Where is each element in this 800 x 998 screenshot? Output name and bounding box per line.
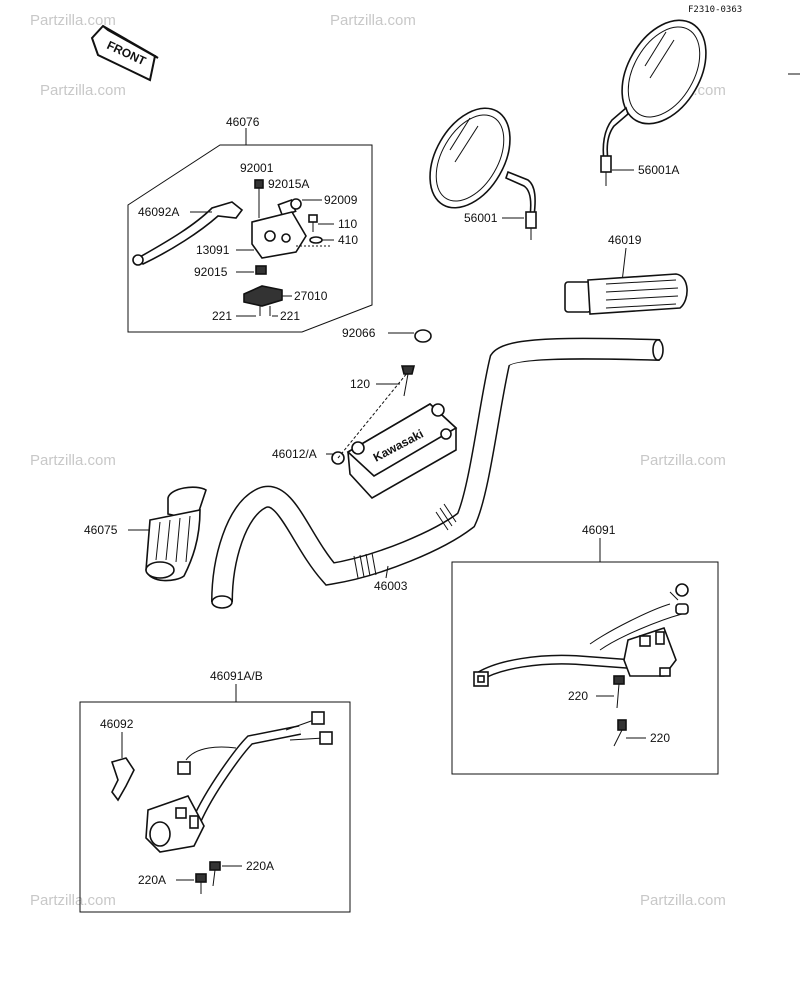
label-46019: 46019 <box>608 233 642 247</box>
clutch-lever-assembly: 46076 46092A 92001 92015A 92009 13091 11… <box>127 115 373 333</box>
label-46012A: 46012/A <box>272 447 317 461</box>
label-120: 120 <box>350 377 370 391</box>
label-220A-right: 220A <box>246 859 274 873</box>
label-110: 110 <box>338 217 357 231</box>
mirror-right: 56001A <box>600 19 707 186</box>
handlebar: 46003 <box>211 337 664 609</box>
diagram-code: F2310-0363 <box>688 5 742 15</box>
throttle-grip: 46019 <box>564 233 688 315</box>
label-46075: 46075 <box>84 523 118 537</box>
label-27010: 27010 <box>294 289 328 303</box>
label-221-left: 221 <box>212 309 232 323</box>
label-46092A: 46092A <box>138 205 179 219</box>
clutch-lever <box>136 201 244 265</box>
label-92015: 92015 <box>194 265 228 279</box>
watermark-text: Partzilla.com <box>40 82 126 99</box>
label-92009: 92009 <box>324 193 358 207</box>
right-switch-assembly: 46091 220 220 <box>451 523 719 775</box>
label-92001: 92001 <box>240 161 274 175</box>
watermark-text: Partzilla.com <box>30 12 116 29</box>
handlebar-clamp: Kawasaki 46012/A <box>272 371 458 500</box>
label-92015A: 92015A <box>268 177 309 191</box>
label-46092: 46092 <box>100 717 134 731</box>
label-13091: 13091 <box>196 243 230 257</box>
label-92066: 92066 <box>342 326 376 340</box>
left-switch-assembly: 46091A/B 46092 220A 220A <box>79 669 351 913</box>
label-221-right: 221 <box>280 309 300 323</box>
clip-46092 <box>110 757 135 802</box>
label-220-lower: 220 <box>650 731 670 745</box>
watermark-text: Partzilla.com <box>30 892 116 909</box>
clutch-switch <box>243 285 283 307</box>
clamp-bolt: 92066 120 <box>342 326 432 397</box>
label-46003: 46003 <box>374 579 408 593</box>
watermark-text: Partzilla.com <box>330 12 416 29</box>
label-46091: 46091 <box>582 523 616 537</box>
left-grip: 46075 <box>84 486 207 582</box>
label-410: 410 <box>338 233 358 247</box>
watermark-text: Partzilla.com <box>640 452 726 469</box>
mirror-left: 56001 <box>429 107 537 240</box>
watermark-text: Partzilla.com <box>640 892 726 909</box>
assembly-box-46091AB <box>79 701 351 913</box>
front-arrow: FRONT <box>90 24 159 82</box>
label-56001: 56001 <box>464 211 498 225</box>
watermark-text: Partzilla.com <box>30 452 116 469</box>
label-220-upper: 220 <box>568 689 588 703</box>
label-220A-left: 220A <box>138 873 166 887</box>
assembly-box-46076 <box>127 144 373 333</box>
label-46091AB: 46091A/B <box>210 669 263 683</box>
assembly-box-46091 <box>451 561 719 775</box>
label-46076: 46076 <box>226 115 260 129</box>
lever-bracket <box>251 211 307 259</box>
label-56001A: 56001A <box>638 163 679 177</box>
